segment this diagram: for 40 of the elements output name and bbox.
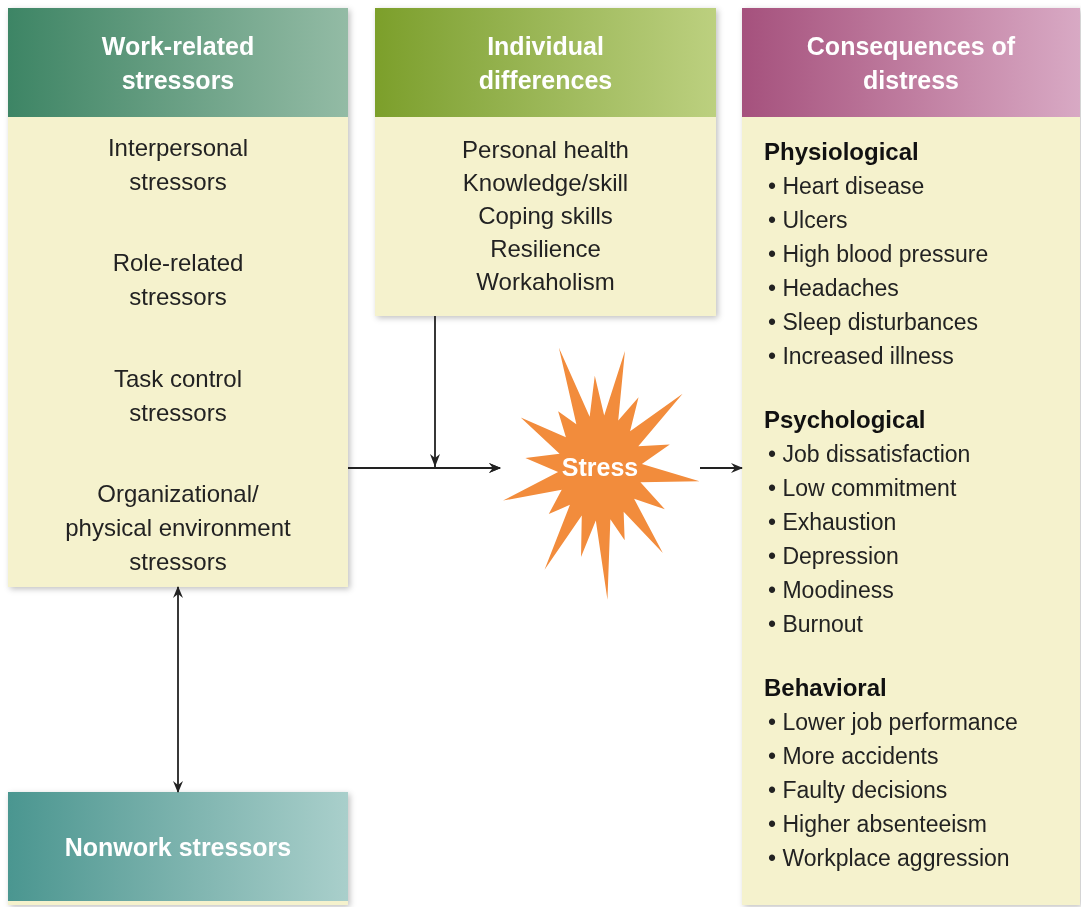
bullet-item: • Depression <box>767 542 900 571</box>
bullet-item: • Low commitment <box>767 474 958 503</box>
difference-item: Personal health <box>462 135 629 165</box>
section-heading: Behavioral <box>764 673 888 703</box>
bullet-item: • Higher absenteeism <box>767 810 988 839</box>
column-panel <box>8 8 348 587</box>
header-text: Nonwork stressors <box>64 831 292 863</box>
header-text: Consequences of distress <box>805 30 1017 96</box>
bullet-item: • Lower job performance <box>767 708 1019 737</box>
bullet-item: • More accidents <box>767 742 940 771</box>
bullet-item: • Job dissatisfaction <box>767 440 972 469</box>
bullet-item: • Headaches <box>767 274 900 303</box>
header-text: Work-related stressors <box>100 30 256 96</box>
stressor-item: Role-related stressors <box>111 248 245 313</box>
arrow <box>699 463 743 473</box>
bullet-item: • Sleep disturbances <box>767 308 980 337</box>
difference-item: Knowledge/skill <box>462 168 629 198</box>
difference-item: Resilience <box>490 234 601 264</box>
difference-item: Coping skills <box>478 201 613 231</box>
stressor-item: Organizational/ physical environment stressors <box>64 479 292 577</box>
section-heading: Physiological <box>764 137 920 167</box>
arrow <box>430 315 501 473</box>
bullet-item: • Faulty decisions <box>767 776 949 805</box>
section-heading: Psychological <box>764 405 927 435</box>
stressor-item: Interpersonal stressors <box>106 133 250 197</box>
difference-item: Workaholism <box>476 267 615 297</box>
bullet-item: • Burnout <box>767 610 864 639</box>
stressor-item: Task control stressors <box>112 363 244 428</box>
bullet-item: • Exhaustion <box>767 508 898 537</box>
arrow <box>173 586 183 793</box>
bullet-item: • Workplace aggression <box>767 844 1011 873</box>
bullet-item: • Ulcers <box>767 206 849 235</box>
bullet-item: • Heart disease <box>767 172 926 201</box>
bullet-item: • High blood pressure <box>767 240 990 269</box>
column-panel <box>375 8 716 316</box>
column-panel <box>742 8 1080 905</box>
bullet-item: • Increased illness <box>767 342 955 371</box>
stress-label: Stress <box>561 452 639 484</box>
header-text: Individual differences <box>477 30 614 96</box>
bullet-item: • Moodiness <box>767 576 895 605</box>
